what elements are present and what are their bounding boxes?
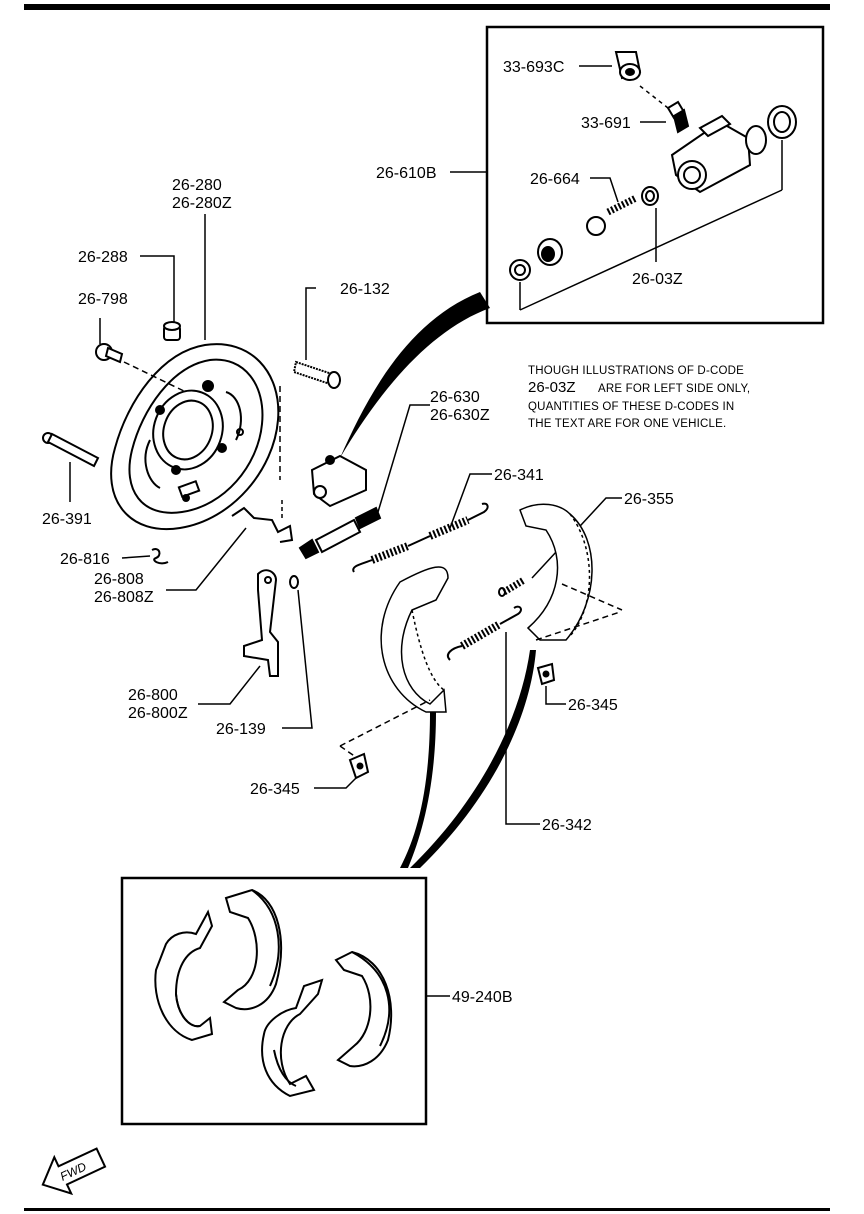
label-26-800z: 26-800Z [128, 705, 188, 722]
note-line-4: THE TEXT ARE FOR ONE VEHICLE. [528, 418, 726, 430]
wheel-cylinder-small-drawing [310, 454, 367, 508]
label-26-391: 26-391 [42, 511, 92, 528]
inset-box-top [485, 25, 825, 325]
dash-bolt [123, 361, 187, 393]
leader-26-816 [121, 555, 151, 559]
inset-box-bottom [120, 876, 428, 1126]
spring-26-342-drawing [446, 605, 522, 661]
spring-26-355-drawing [498, 576, 526, 597]
label-26-288: 26-288 [78, 249, 128, 266]
dash-shoe-right-2 [535, 611, 621, 641]
bracket-26-808-drawing [231, 506, 294, 543]
shoe-left-drawing [380, 566, 449, 713]
leader-26-630 [377, 404, 430, 513]
note-line-2-rest: ARE FOR LEFT SIDE ONLY, [598, 383, 750, 395]
retainer-26-345-left-drawing [348, 752, 370, 780]
label-26-345-right: 26-345 [568, 697, 618, 714]
label-26-630: 26-630 [430, 389, 480, 406]
backing-plate-drawing [110, 343, 280, 531]
retainer-26-345-right-drawing [536, 662, 556, 686]
label-26-355: 26-355 [624, 491, 674, 508]
label-33-693c: 33-693C [503, 59, 564, 76]
wheel-cylinder-inset [485, 25, 825, 325]
dash-shoe-right [561, 583, 623, 611]
label-26-664: 26-664 [530, 171, 580, 188]
leader-26-139 [282, 589, 313, 729]
label-26-816: 26-816 [60, 551, 110, 568]
leader-26-341 [449, 473, 492, 529]
clip-26-816-drawing [151, 548, 169, 565]
bottom-border [24, 1208, 830, 1211]
note-line-1: THOUGH ILLUSTRATIONS OF D-CODE [528, 365, 744, 377]
bleeder-cap-drawing [614, 51, 642, 81]
label-33-691: 33-691 [581, 115, 631, 132]
bolt-26-132-drawing [292, 360, 341, 389]
label-26-132: 26-132 [340, 281, 390, 298]
shoe-set-drawing [154, 888, 393, 1098]
label-26-610b: 26-610B [376, 165, 437, 182]
label-26-03z: 26-03Z [632, 271, 683, 288]
label-26-342: 26-342 [542, 817, 592, 834]
leader-26-345-left [314, 777, 357, 789]
label-26-808z: 26-808Z [94, 589, 154, 606]
callout-wedge-shoes-left [400, 712, 436, 868]
label-26-798: 26-798 [78, 291, 128, 308]
nut-26-288-drawing [163, 321, 181, 341]
label-26-341: 26-341 [494, 467, 544, 484]
adjuster-26-630-drawing [298, 506, 382, 560]
label-26-139: 26-139 [216, 721, 266, 738]
backing-leaders [69, 214, 316, 502]
piston-spring-drawing [509, 186, 659, 281]
leader-26-342 [505, 632, 540, 825]
shoe-right-drawing [519, 503, 593, 641]
spring-26-341-drawing [352, 502, 489, 573]
label-49-240b: 49-240B [452, 989, 513, 1006]
label-26-800: 26-800 [128, 687, 178, 704]
pin-26-391-drawing [42, 432, 100, 468]
label-26-345-left: 26-345 [250, 781, 300, 798]
callout-wedge-cylinder [340, 292, 490, 458]
top-border [24, 4, 830, 10]
fwd-arrow-icon: FWD [41, 1147, 107, 1196]
label-26-280: 26-280 [172, 177, 222, 194]
leader-26-345-right [545, 686, 566, 705]
leader-26-808 [166, 527, 247, 591]
bolt-26-798-drawing [95, 343, 124, 364]
label-26-808: 26-808 [94, 571, 144, 588]
note-code: 26-03Z [528, 379, 576, 396]
note-line-3: QUANTITIES OF THESE D-CODES IN [528, 401, 734, 413]
label-26-630z: 26-630Z [430, 407, 490, 424]
part-labels: 33-693C 33-691 26-610B 26-664 26-03Z 26-… [42, 59, 683, 1006]
leader-26-800 [198, 665, 261, 705]
lever-26-800-drawing [243, 569, 279, 677]
dash-shoe-left [339, 699, 431, 747]
clip-26-139-drawing [289, 575, 299, 589]
cylinder-body-drawing [670, 105, 797, 194]
d-code-note: THOUGH ILLUSTRATIONS OF D-CODE 26-03Z AR… [528, 365, 750, 430]
bleeder-screw-drawing [666, 100, 690, 134]
label-26-280z: 26-280Z [172, 195, 232, 212]
